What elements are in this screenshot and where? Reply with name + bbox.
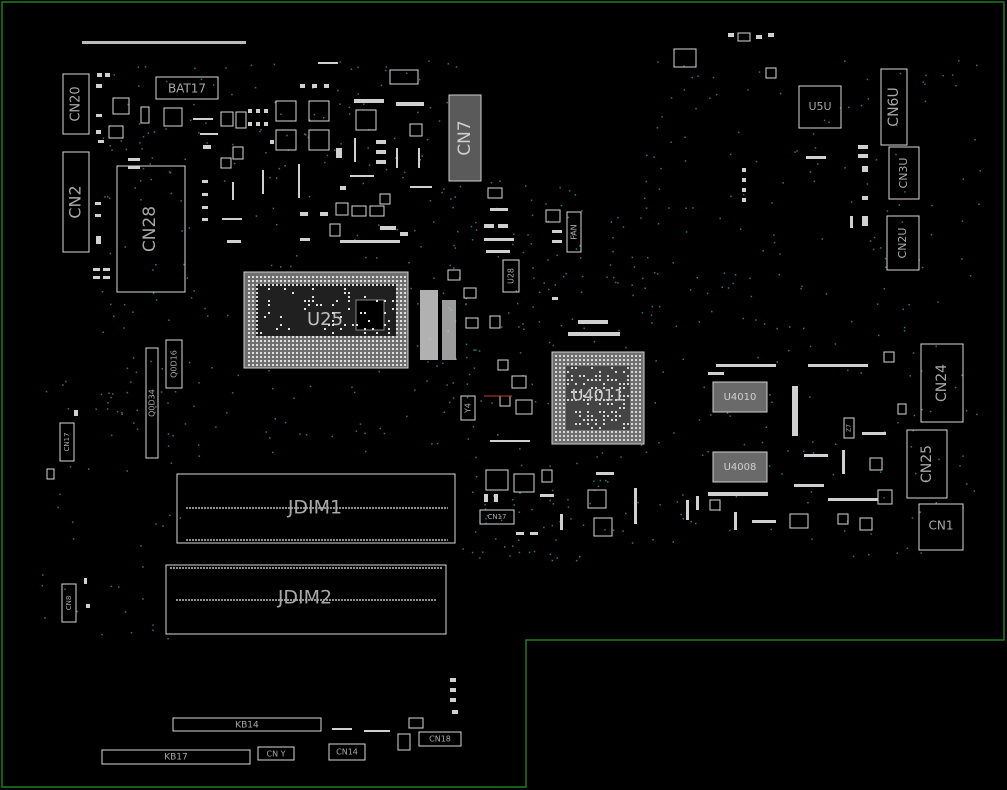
passives-lower-middle: CN17 bbox=[479, 469, 637, 537]
cn2u-label: CN2U bbox=[896, 228, 909, 259]
ic-u4010[interactable]: U4010 bbox=[712, 381, 768, 413]
u25-label: U25 bbox=[307, 309, 343, 330]
connector-cn7[interactable]: CN7 bbox=[448, 94, 482, 182]
connector-cn20[interactable]: CN20 bbox=[62, 73, 90, 135]
cn7-label: CN7 bbox=[455, 120, 475, 155]
part-z7[interactable]: Z7 bbox=[843, 417, 855, 439]
connector-cn3u[interactable]: CN3U bbox=[888, 146, 920, 200]
jdim2-label: JDIM2 bbox=[277, 587, 332, 609]
bat17-label: BAT17 bbox=[168, 82, 206, 96]
connector-kb17[interactable]: KB17 bbox=[101, 749, 251, 765]
ic-q0d16[interactable]: Q0D16 bbox=[165, 339, 183, 389]
passives-near-y4 bbox=[484, 359, 533, 442]
u5u-label: U5U bbox=[808, 100, 831, 113]
dimm-slot-jdim2[interactable]: JDIM2 bbox=[165, 564, 447, 635]
passives-bottom bbox=[74, 410, 458, 751]
kb17-label: KB17 bbox=[164, 753, 188, 763]
connector-cn-y[interactable]: CN Y bbox=[257, 746, 295, 761]
passives-above-u4011 bbox=[552, 297, 620, 336]
connector-kb14[interactable]: KB14 bbox=[172, 717, 322, 732]
cn18-label: CN18 bbox=[429, 735, 451, 744]
u4008-label: U4008 bbox=[724, 462, 757, 473]
cn17-left-label: CN17 bbox=[63, 432, 71, 451]
passives-above-cpu bbox=[270, 62, 432, 243]
connector-cn28[interactable]: CN28 bbox=[116, 165, 186, 293]
kb14-label: KB14 bbox=[235, 721, 259, 731]
connector-cn14[interactable]: CN14 bbox=[328, 743, 366, 761]
ic-u5u[interactable]: U5U bbox=[798, 85, 842, 129]
cn20-label: CN20 bbox=[69, 86, 84, 121]
cn17-mid-label: CN17 bbox=[487, 513, 506, 521]
connector-cn18[interactable]: CN18 bbox=[418, 731, 462, 747]
cn28-label: CN28 bbox=[140, 206, 160, 252]
connector-cn6u[interactable]: CN6U bbox=[880, 68, 908, 146]
u28-label: U28 bbox=[507, 268, 516, 284]
connector-cn2[interactable]: CN2 bbox=[62, 151, 90, 253]
top-left-connector-strip bbox=[82, 41, 246, 44]
passives-right bbox=[673, 32, 907, 531]
cn8-left-label: CN8 bbox=[65, 596, 73, 611]
q0d34-label: Q0D34 bbox=[148, 389, 157, 417]
jdim1-label: JDIM1 bbox=[287, 497, 342, 519]
cn6u-label: CN6U bbox=[886, 87, 902, 126]
connector-cn1[interactable]: CN1 bbox=[918, 503, 964, 551]
crystal-y4[interactable]: Y4 bbox=[460, 395, 476, 421]
cn24-label: CN24 bbox=[934, 364, 950, 402]
fan-label: FAN bbox=[570, 224, 579, 239]
ic-u28[interactable]: U28 bbox=[502, 259, 520, 293]
connector-cn8-left[interactable]: CN8 bbox=[61, 583, 77, 623]
cpu-u25[interactable]: U25 bbox=[243, 271, 409, 369]
q0d16-label: Q0D16 bbox=[170, 350, 179, 378]
cn1-label: CN1 bbox=[929, 519, 954, 533]
cn-y-label: CN Y bbox=[267, 750, 286, 759]
dimm-slot-jdim1[interactable]: JDIM1 bbox=[176, 473, 456, 544]
ic-q0d34[interactable]: Q0D34 bbox=[145, 347, 159, 459]
chipset-u4011[interactable]: U4011 bbox=[551, 351, 645, 445]
passives-near-u28 bbox=[420, 187, 562, 360]
u4011-label: U4011 bbox=[572, 386, 624, 405]
connector-cn17-left[interactable]: CN17 bbox=[59, 422, 75, 462]
connector-fan[interactable]: FAN bbox=[566, 211, 582, 253]
connector-cn2u[interactable]: CN2U bbox=[886, 215, 920, 271]
cn3u-label: CN3U bbox=[897, 158, 910, 189]
y4-label: Y4 bbox=[464, 403, 473, 414]
small-part-left bbox=[46, 468, 55, 480]
u4010-label: U4010 bbox=[724, 392, 757, 403]
cn25-label: CN25 bbox=[919, 445, 935, 483]
connector-cn25[interactable]: CN25 bbox=[906, 429, 948, 499]
battery-bat17[interactable]: BAT17 bbox=[155, 76, 219, 100]
z7-label: Z7 bbox=[846, 424, 853, 432]
cn14-label: CN14 bbox=[336, 748, 358, 757]
cn2-label: CN2 bbox=[66, 185, 85, 218]
passives-top-left bbox=[93, 73, 268, 279]
connector-cn24[interactable]: CN24 bbox=[920, 343, 964, 423]
ic-u4008[interactable]: U4008 bbox=[712, 451, 768, 483]
